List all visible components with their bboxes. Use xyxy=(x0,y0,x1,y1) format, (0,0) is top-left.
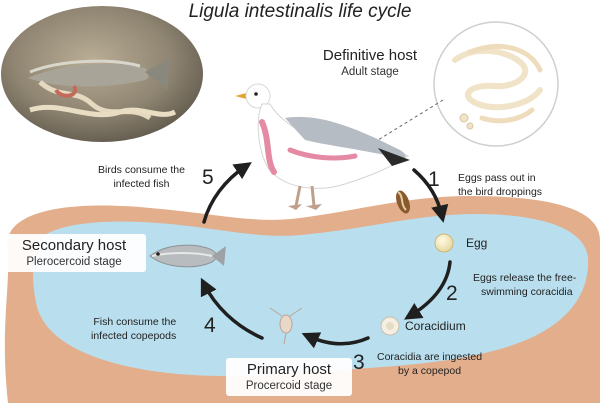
step-5-text: Birds consume the infected fish xyxy=(98,164,185,190)
arrow-step-5 xyxy=(202,162,252,224)
copepod xyxy=(269,307,303,345)
primary-host-name: Primary host xyxy=(246,361,332,378)
arrow-step-3 xyxy=(301,332,370,349)
step-1-number: 1 xyxy=(428,168,440,191)
secondary-host-name: Secondary host xyxy=(21,237,127,254)
arrow-step-4 xyxy=(200,277,264,340)
infected-fish-photo xyxy=(1,6,203,142)
step-5-number: 5 xyxy=(202,166,214,189)
coracidium-label: Coracidium xyxy=(405,319,466,333)
arrow-step-1 xyxy=(412,168,449,223)
cycle-arrows xyxy=(200,162,452,349)
step-4-number: 4 xyxy=(204,314,216,337)
coracidium xyxy=(380,316,400,336)
step-1-text: Eggs pass out in the bird droppings xyxy=(458,172,543,198)
adult-worm-inset xyxy=(433,21,559,147)
definitive-host-stage: Adult stage xyxy=(341,66,399,78)
step-2-text: Eggs release the free- swimming coracidi… xyxy=(473,272,577,298)
step-3-number: 3 xyxy=(353,351,365,374)
egg-label: Egg xyxy=(466,236,488,250)
diagram-title: Ligula intestinalis life cycle xyxy=(188,1,412,22)
arrow-step-2 xyxy=(404,260,452,320)
step-2-number: 2 xyxy=(446,282,458,305)
definitive-host-name: Definitive host xyxy=(322,47,418,64)
inset-pointer xyxy=(377,99,444,141)
seagull xyxy=(235,83,410,210)
secondary-host-stage: Plerocercoid stage xyxy=(26,256,122,268)
egg xyxy=(434,233,454,253)
primary-host-label: Primary host Procercoid stage xyxy=(226,358,352,396)
primary-host-stage: Procercoid stage xyxy=(245,380,333,392)
step-3-text: Coracidia are ingested by a copepod xyxy=(377,351,483,377)
fish xyxy=(149,244,226,268)
step-4-text: Fish consume the infected copepods xyxy=(91,316,177,342)
bird-dropping xyxy=(396,190,410,214)
secondary-host-label: Secondary host Plerocercoid stage xyxy=(2,234,146,272)
definitive-host-label: Definitive host Adult stage xyxy=(303,44,437,82)
